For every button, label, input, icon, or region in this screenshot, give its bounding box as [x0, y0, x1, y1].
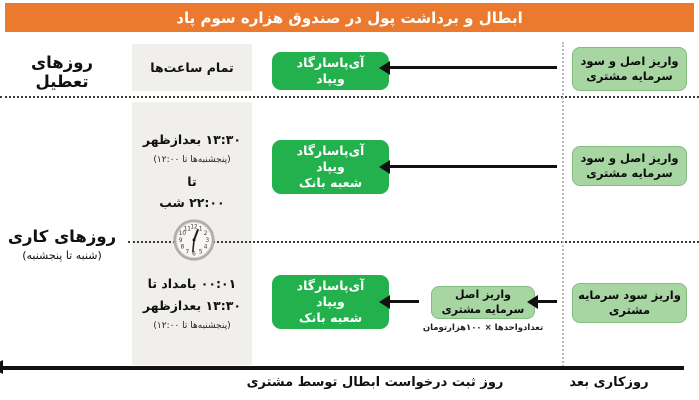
- svg-text:9: 9: [179, 238, 183, 244]
- page-title: ابطال و برداشت پول در صندوق هزاره سوم پا…: [5, 3, 694, 32]
- svg-text:3: 3: [206, 238, 210, 244]
- channel-line: آی‌پاسارگاد: [296, 54, 365, 70]
- svg-text:6: 6: [192, 251, 196, 257]
- channel-line: آی‌پاسارگاد: [296, 142, 365, 158]
- outcome-line: واریز اصل: [455, 288, 511, 302]
- working-days-row-sublabel: (شنبه تا پنجشنبه): [22, 249, 102, 262]
- outcome-line: مشتری: [608, 303, 651, 317]
- outcome-box-working-afternoon: واریز اصل و سود سرمایه مشتری: [572, 146, 687, 186]
- svg-text:4: 4: [204, 245, 208, 251]
- working-days-row-label: روزهای کاری: [7, 227, 117, 246]
- channel-line: ویپاد: [316, 158, 345, 174]
- outcome-line: واریز اصل و سود: [580, 54, 679, 69]
- outcome-box-holiday: واریز اصل و سود سرمایه مشتری: [572, 47, 687, 91]
- channel-line: ویپاد: [316, 71, 345, 86]
- channel-box-working-afternoon: آی‌پاسارگاد ویپاد شعبه بانک: [272, 140, 389, 194]
- afternoon-morning-divider: [128, 241, 699, 243]
- schedule-morning-line1: ۰۰:۰۱ بامداد تا: [147, 276, 237, 291]
- arrow-working-morning-1: [379, 294, 419, 309]
- schedule-cell-holidays: [132, 44, 252, 91]
- channel-line: شعبه بانک: [298, 310, 363, 326]
- outcome-box-principal: واریز اصل سرمایه مشتری: [431, 286, 535, 319]
- channel-line: ویپاد: [316, 293, 345, 309]
- arrow-working-afternoon: [379, 159, 557, 174]
- svg-text:12: 12: [190, 225, 198, 231]
- arrow-holiday: [379, 60, 557, 75]
- schedule-afternoon-end: ۲۲:۰۰ شب: [159, 195, 225, 210]
- svg-text:1: 1: [199, 226, 203, 232]
- svg-text:11: 11: [184, 226, 192, 232]
- outcome-line: سرمایه مشتری: [441, 302, 525, 316]
- schedule-morning-line2: ۱۳:۳۰ بعدازظهر: [142, 298, 242, 313]
- arrow-working-morning-2: [527, 294, 557, 309]
- svg-text:7: 7: [185, 249, 189, 255]
- schedule-all-hours: تمام ساعت‌ها: [150, 60, 234, 75]
- svg-text:2: 2: [204, 231, 208, 237]
- channel-box-working-morning: آی‌پاسارگاد ویپاد شعبه بانک: [272, 275, 389, 329]
- holidays-row-label: روزهای تعطیل: [30, 53, 93, 91]
- svg-text:10: 10: [179, 231, 187, 237]
- channel-box-holiday: آی‌پاسارگاد ویپاد: [272, 52, 389, 90]
- outcome-line: سرمایه مشتری: [586, 166, 673, 180]
- outcome-line: واریز سود سرمایه: [578, 288, 681, 303]
- channel-line: آی‌پاسارگاد: [296, 277, 365, 293]
- outcome-box-profit: واریز سود سرمایه مشتری: [572, 283, 687, 323]
- svg-text:8: 8: [181, 245, 185, 251]
- next-day-divider: [562, 42, 564, 370]
- schedule-morning-thursday-note: (پنجشنبه‌ها تا ۱۲:۰۰): [153, 321, 231, 331]
- schedule-afternoon-start: ۱۳:۳۰ بعدازظهر: [142, 132, 242, 147]
- channel-line: شعبه بانک: [298, 175, 363, 191]
- outcome-line: سرمایه مشتری: [586, 69, 673, 83]
- svg-text:5: 5: [199, 249, 203, 255]
- timeline-arrow: [0, 360, 684, 374]
- outcome-line: واریز اصل و سود: [580, 151, 679, 166]
- timeline-request-day-label: روز ثبت درخواست ابطال توسط مشتری: [246, 375, 504, 390]
- holidays-working-divider: [0, 96, 699, 98]
- schedule-afternoon-thursday-note: (پنجشنبه‌ها تا ۱۲:۰۰): [153, 155, 231, 165]
- timeline-next-day-label: روزکاری بعد: [569, 375, 649, 390]
- schedule-afternoon-until: تا: [187, 174, 197, 189]
- principal-formula-caption: تعدادواحدها × ۱۰۰هزارتومان: [422, 323, 544, 333]
